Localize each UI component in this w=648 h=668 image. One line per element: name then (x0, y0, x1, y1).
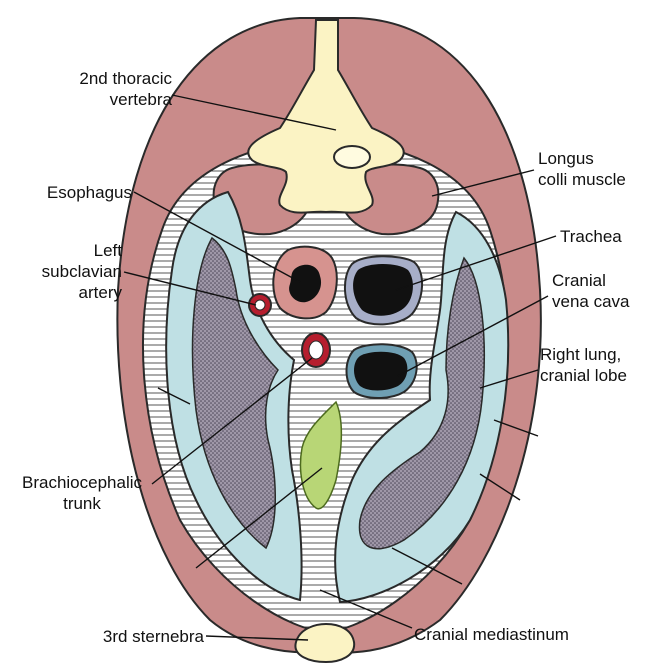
label-longus: Longus colli muscle (538, 148, 626, 190)
label-subclavian-line1: Left (8, 240, 122, 261)
trachea-lumen (353, 264, 413, 316)
label-vena-cava: Cranial vena cava (552, 270, 630, 312)
label-vertebra-line2: vertebra (22, 89, 172, 110)
label-sternebra: 3rd sternebra (60, 626, 204, 647)
label-subclavian-line2: subclavian (8, 261, 122, 282)
label-esophagus: Esophagus (8, 182, 132, 203)
label-mediastinum: Cranial mediastinum (414, 624, 569, 645)
vena-cava-lumen (354, 352, 407, 391)
label-subclavian: Left subclavian artery (8, 240, 122, 303)
label-trachea: Trachea (560, 226, 622, 247)
label-right-lung: Right lung, cranial lobe (540, 344, 627, 386)
label-brachiocephalic-line2: trunk (2, 493, 162, 514)
label-brachiocephalic: Brachiocephalic trunk (2, 472, 162, 514)
vertebral-foramen (334, 146, 370, 168)
label-right-lung-line1: Right lung, (540, 344, 627, 365)
label-longus-line1: Longus (538, 148, 626, 169)
sternebra (295, 624, 354, 662)
label-vertebra: 2nd thoracic vertebra (22, 68, 172, 110)
label-brachiocephalic-line1: Brachiocephalic (2, 472, 162, 493)
label-vena-cava-line1: Cranial (552, 270, 630, 291)
label-right-lung-line2: cranial lobe (540, 365, 627, 386)
label-longus-line2: colli muscle (538, 169, 626, 190)
label-vertebra-line1: 2nd thoracic (22, 68, 172, 89)
label-subclavian-line3: artery (8, 282, 122, 303)
label-vena-cava-line2: vena cava (552, 291, 630, 312)
